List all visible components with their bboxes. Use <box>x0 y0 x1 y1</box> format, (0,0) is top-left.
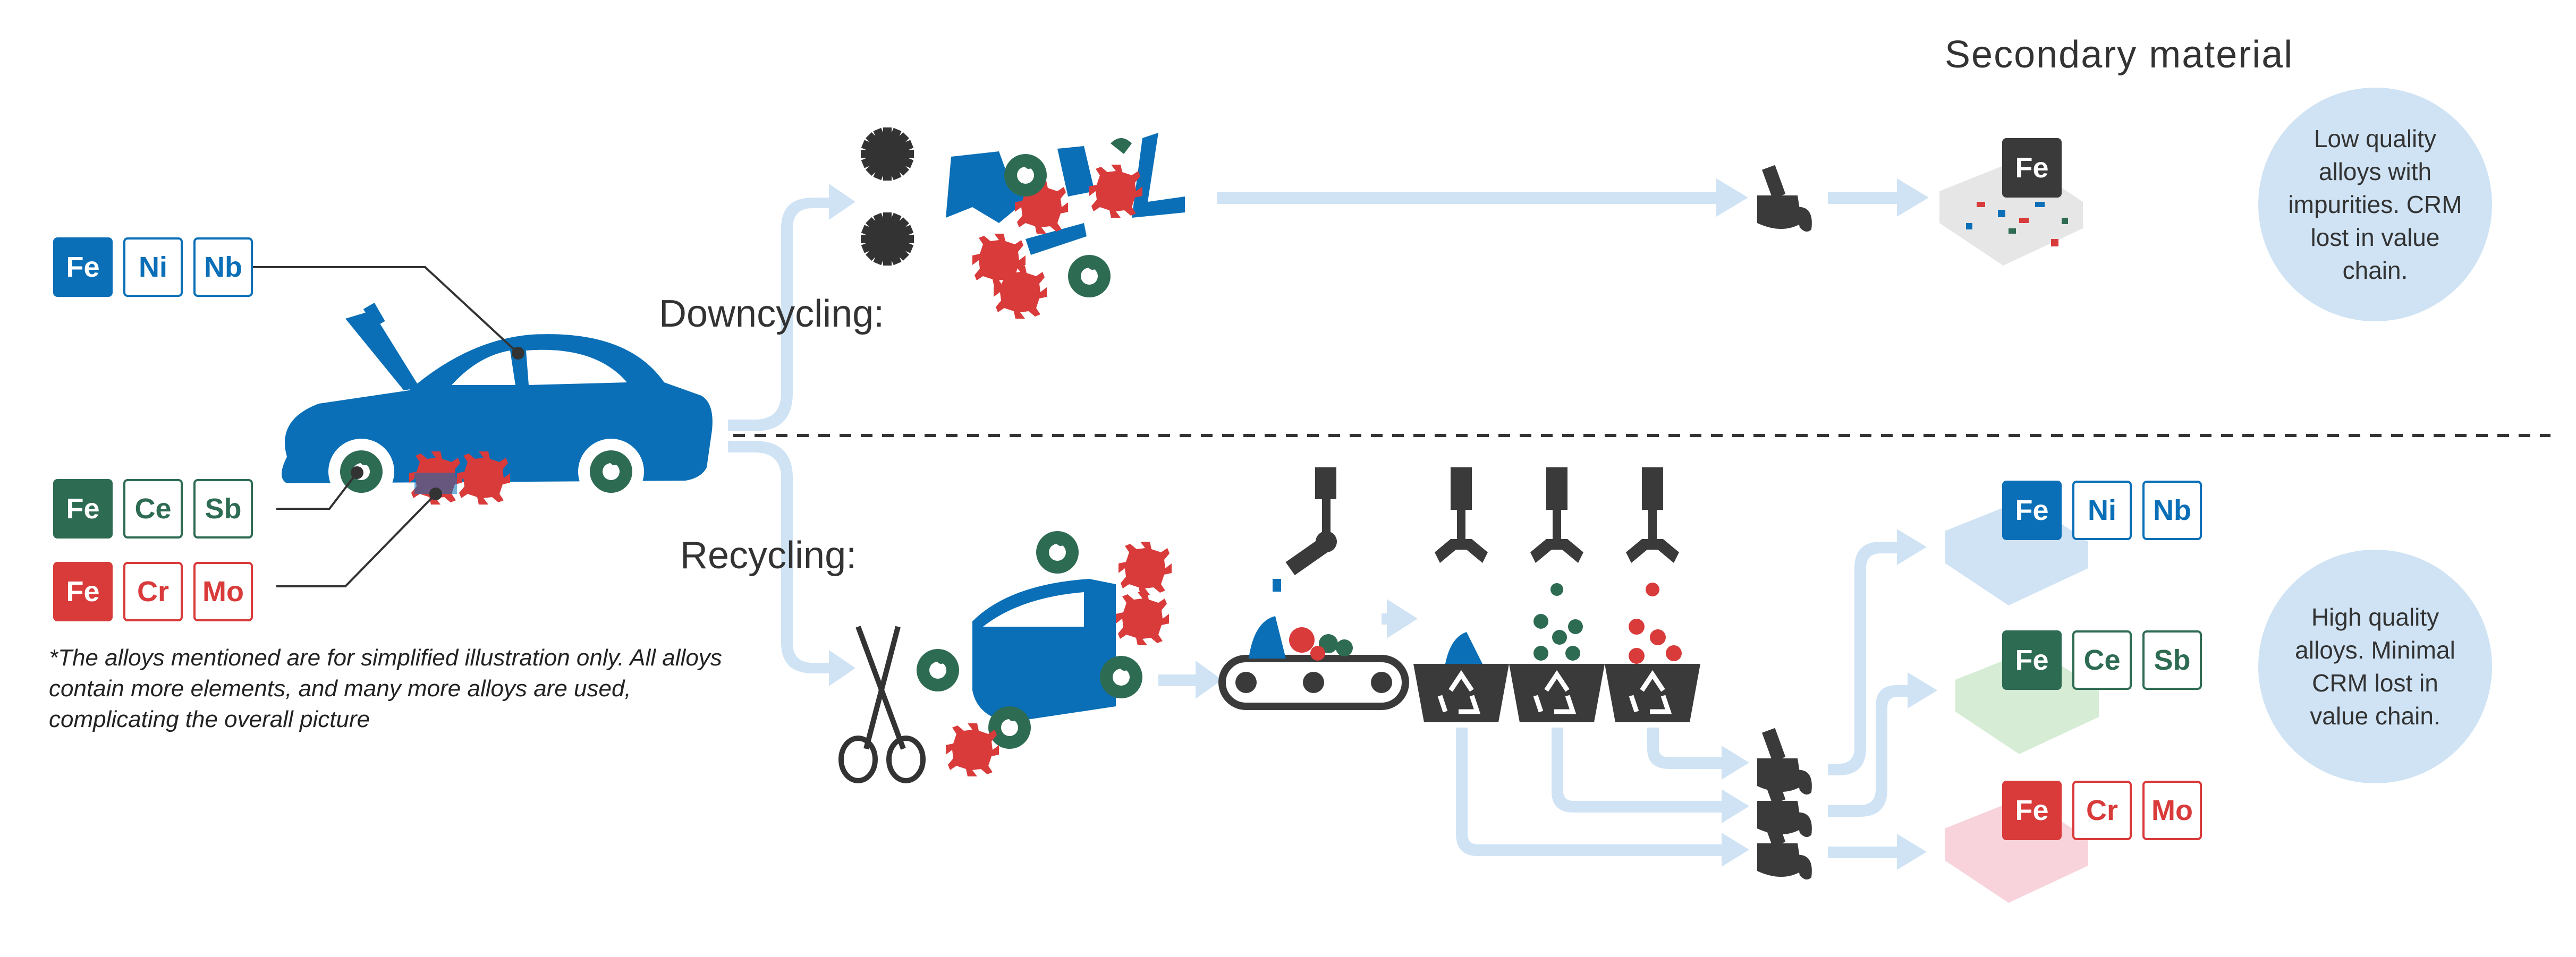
scrap-pile-icon <box>861 127 1185 319</box>
element-nb-car-body-output: Nb <box>2142 481 2202 540</box>
ladle-icon <box>1757 165 1812 232</box>
element-nb-car-body-input: Nb <box>193 237 253 297</box>
element-fe-car-body-output: Fe <box>2002 481 2062 540</box>
mixed-ingot-icon <box>1939 159 2083 266</box>
recycling-label: Recycling: <box>680 534 857 577</box>
element-cr-gear-output: Cr <box>2072 781 2132 840</box>
element-fe-gear-output: Fe <box>2002 781 2062 840</box>
ingot-icon <box>1945 499 2099 903</box>
element-fe-wheel-input: Fe <box>53 479 113 539</box>
element-fe-gear-input: Fe <box>53 562 113 621</box>
flow-arrows <box>728 178 1937 870</box>
conveyor-belt-icon <box>1218 616 1409 710</box>
recycling-outcome-bubble: High quality alloys. Minimal CRM lost in… <box>2258 550 2492 783</box>
downcycled-fe-box: Fe <box>2002 138 2062 198</box>
element-mo-gear-output: Mo <box>2142 781 2202 840</box>
element-sb-wheel-input: Sb <box>193 479 253 539</box>
element-ni-car-body-input: Ni <box>123 237 183 297</box>
element-ce-wheel-input: Ce <box>123 479 183 539</box>
secondary-material-title: Secondary material <box>1945 33 2294 76</box>
recycling-outcome-text: High quality alloys. Minimal CRM lost in… <box>2295 603 2455 730</box>
robot-arm-icon <box>1273 467 1337 592</box>
sorting-bin-icon <box>1413 467 1700 722</box>
element-fe-car-body-input: Fe <box>53 237 113 297</box>
downcycling-outcome-text: Low quality alloys with impurities. CRM … <box>2288 125 2462 284</box>
element-mo-gear-input: Mo <box>193 562 253 621</box>
car-door-icon <box>972 579 1116 722</box>
downcycling-label: Downcycling: <box>659 293 885 335</box>
downcycling-outcome-bubble: Low quality alloys with impurities. CRM … <box>2258 88 2492 321</box>
element-sb-wheel-output: Sb <box>2142 630 2202 690</box>
footnote: *The alloys mentioned are for simplified… <box>49 645 722 732</box>
element-ce-wheel-output: Ce <box>2072 630 2132 690</box>
element-cr-gear-input: Cr <box>123 562 183 621</box>
element-fe-wheel-output: Fe <box>2002 630 2062 690</box>
element-ni-car-body-output: Ni <box>2072 481 2132 540</box>
scissors-icon <box>838 626 926 783</box>
